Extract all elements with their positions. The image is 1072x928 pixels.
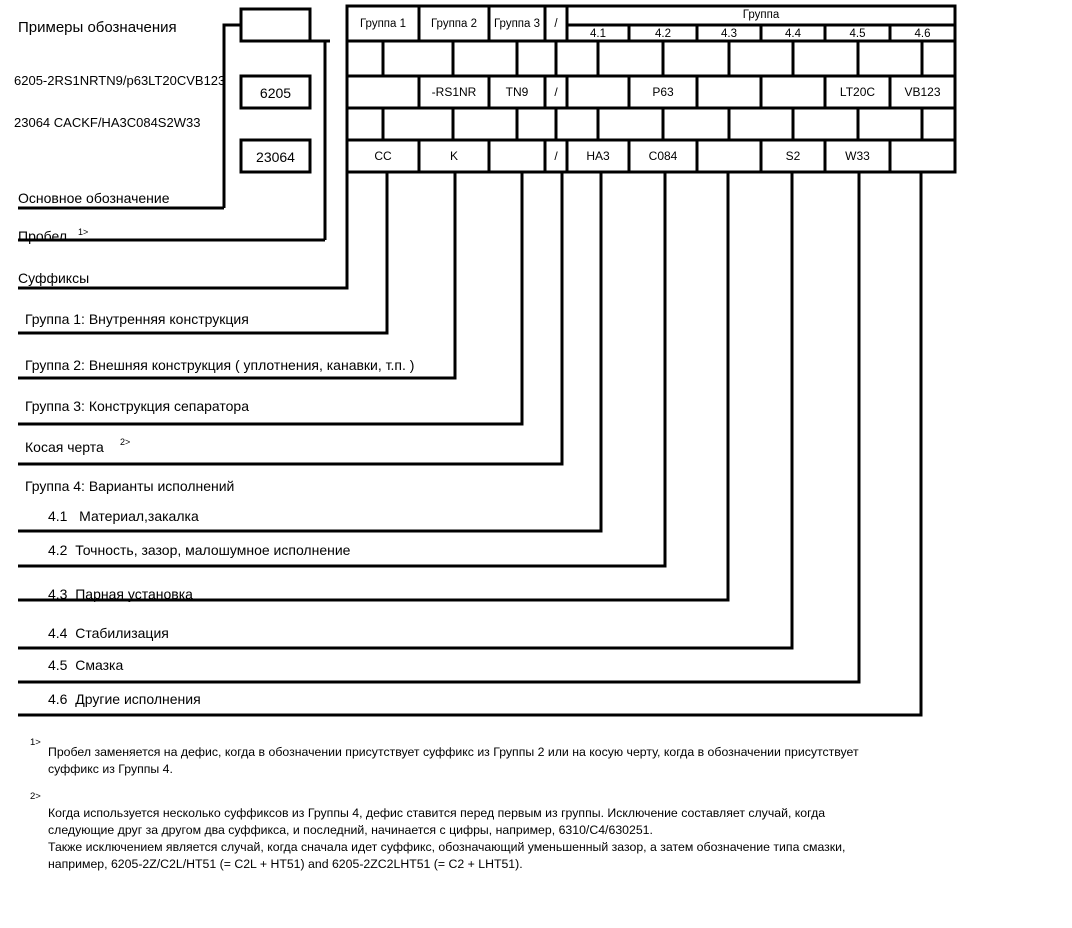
footnote-1-line-2: суффикс из Группы 4. [48, 762, 173, 776]
table-header-4-1: 4.1 [590, 28, 606, 40]
legend-item-4-3: 4.3 Парная установка [48, 586, 193, 602]
table-header-4-3: 4.3 [721, 28, 737, 40]
legend-item-group-3: Группа 3: Конструкция сепаратора [25, 398, 250, 414]
row2-cell-group1: CC [374, 149, 392, 163]
legend-item-basic-designation: Основное обозначение [18, 190, 170, 206]
footnote-1-mark: 1> [30, 737, 41, 748]
table-header-4-2: 4.2 [655, 28, 671, 40]
example-1-box-value: 6205 [259, 85, 292, 101]
row2-cell-group2: K [449, 149, 458, 163]
basic-designation-empty-box [239, 7, 312, 43]
legend-item-4-4: 4.4 Стабилизация [48, 625, 169, 641]
table-header-group-1: Группа 1 [359, 18, 407, 30]
table-header-slash: / [554, 18, 558, 30]
legend-item-4-2: 4.2 Точность, зазор, малошумное исполнен… [48, 542, 351, 558]
legend-item-suffixes: Суффиксы [18, 270, 90, 286]
row1-cell-4-2: P63 [652, 85, 674, 99]
row2-cell-4-5: W33 [845, 149, 870, 163]
table-header-4-4: 4.4 [785, 28, 801, 40]
row1-cell-group2: -RS1NR [431, 85, 477, 99]
legend-item-4-1: 4.1 Материал,закалка [48, 508, 199, 524]
legend-item-slash: Косая черта [25, 439, 104, 455]
row1-cell-4-5: LT20C [839, 85, 876, 99]
footnote-2-mark: 2> [30, 791, 41, 802]
row2-cell-4-1: HA3 [586, 149, 610, 163]
legend-item-slash-footnote-mark: 2> [120, 437, 131, 447]
page-title: Примеры обозначения [18, 19, 177, 36]
table-header-4-5: 4.5 [849, 28, 866, 40]
legend-item-group-4: Группа 4: Варианты исполнений [25, 478, 235, 494]
legend-item-space-footnote-mark: 1> [78, 227, 89, 237]
example-designation-2: 23064 CACKF/HA3C084S2W33 [14, 115, 201, 130]
table-header-group-2: Группа 2 [430, 18, 478, 30]
row2-cell-4-4: S2 [785, 149, 801, 163]
legend-item-4-6: 4.6 Другие исполнения [48, 691, 201, 707]
table-header-group-4: Группа [742, 9, 780, 21]
footnote-2-line-2: следующие друг за другом два суффикса, и… [48, 823, 653, 837]
legend-item-group-2: Группа 2: Внешняя конструкция ( уплотнен… [25, 357, 415, 373]
footnote-2-line-3: Также исключением является случай, когда… [48, 840, 846, 854]
row2-cell-4-2: C084 [648, 149, 678, 163]
row1-cell-group3: TN9 [505, 85, 529, 99]
legend-item-space: Пробел [18, 228, 67, 244]
table-header-4-6: 4.6 [914, 28, 931, 40]
row2-cell-slash: / [554, 149, 558, 163]
example-designation-1: 6205-2RS1NRTN9/p63LT20CVB123 [14, 73, 226, 88]
example-2-box-value: 23064 [256, 149, 295, 165]
row1-cell-4-6: VB123 [904, 85, 941, 99]
legend-item-group-1: Группа 1: Внутренняя конструкция [25, 311, 249, 327]
footnote-1-line-1: Пробел заменяется на дефис, когда в обоз… [48, 745, 859, 759]
legend-item-4-5: 4.5 Смазка [48, 657, 124, 673]
table-header-group-3: Группа 3 [493, 18, 541, 30]
row1-cell-slash: / [554, 85, 558, 99]
footnote-2-line-4: например, 6205-2Z/C2L/HT51 (= C2L + HT51… [48, 857, 523, 871]
footnote-2-line-1: Когда используется несколько суффиксов и… [48, 806, 826, 820]
